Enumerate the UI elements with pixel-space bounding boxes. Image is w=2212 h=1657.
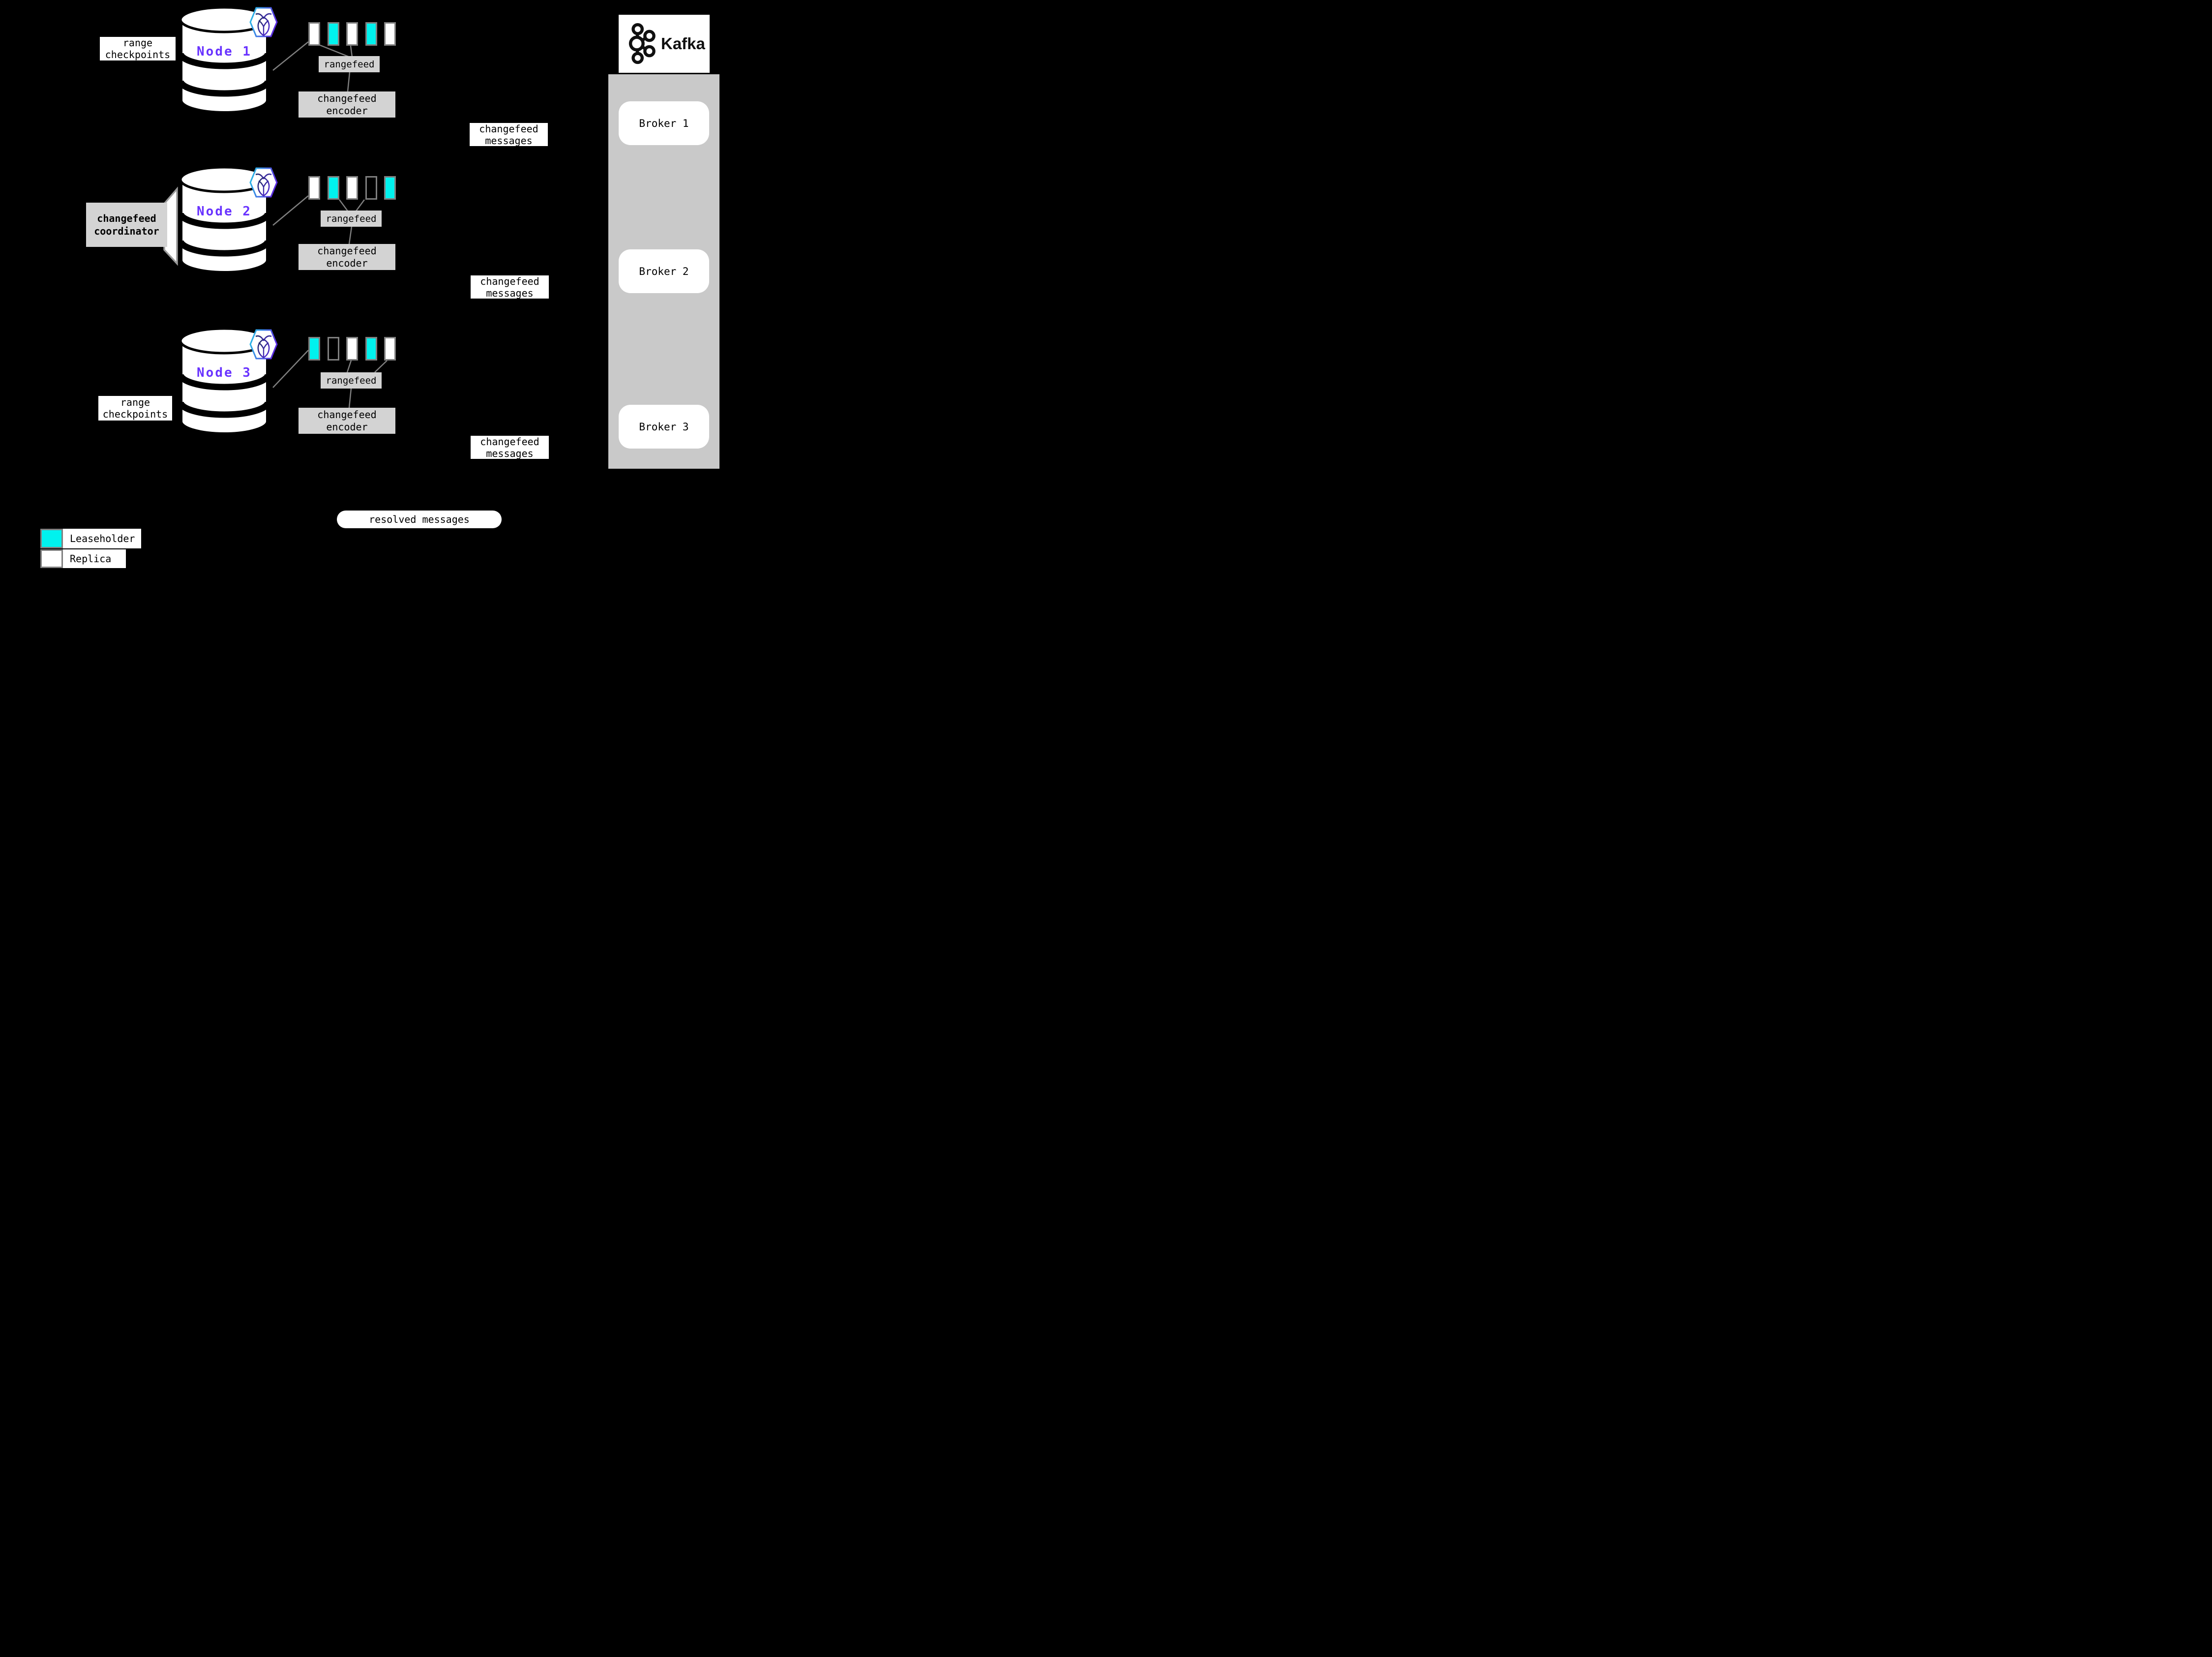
changefeed-messages-label-2: changefeed messages <box>471 275 549 299</box>
legend-leaseholder-swatch <box>40 529 63 548</box>
kafka-wordmark: Kafka <box>661 34 705 53</box>
kafka-container: Broker 1 Broker 2 Broker 3 <box>608 74 719 469</box>
rangefeed-label: rangefeed <box>326 375 377 386</box>
range-leaseholder <box>327 22 339 46</box>
cf-messages-line1: changefeed <box>480 435 539 448</box>
coordinator-callout-flag <box>163 186 178 266</box>
kafka-icon <box>628 23 656 64</box>
changefeed-messages-label-1: changefeed messages <box>470 122 548 147</box>
range-leaseholder <box>327 176 339 200</box>
encoder-line1: changefeed <box>317 244 377 257</box>
cockroachdb-icon <box>249 329 278 360</box>
range-replica <box>346 337 358 361</box>
legend-replica-swatch <box>40 549 63 568</box>
cf-messages-line1: changefeed <box>480 275 539 287</box>
node1-database-cylinder <box>179 6 270 115</box>
encoder-line1: changefeed <box>317 408 377 421</box>
node2-label: Node 2 <box>197 204 252 219</box>
node2-ranges-row <box>308 176 397 200</box>
legend: Leaseholder Replica <box>40 529 141 568</box>
changefeed-architecture-diagram: range checkpoints Node 1 <box>0 0 771 577</box>
rangefeed-label: rangefeed <box>324 59 375 70</box>
node2-database-cylinder <box>179 166 270 275</box>
node2-rangefeed-box: rangefeed <box>321 211 382 227</box>
range-replica <box>384 337 396 361</box>
rangefeed-label: rangefeed <box>326 213 377 224</box>
range-checkpoints-line2: checkpoints <box>105 49 171 60</box>
node1-rangefeed-box: rangefeed <box>319 56 380 72</box>
coordinator-line2: coordinator <box>94 225 159 237</box>
node3-database-cylinder <box>179 327 270 436</box>
range-outline <box>327 337 339 361</box>
range-replica <box>308 176 320 200</box>
node3-ranges-row <box>308 337 397 361</box>
coordinator-line1: changefeed <box>97 212 156 224</box>
node2-changefeed-encoder-box: changefeed encoder <box>299 244 395 270</box>
encoder-line1: changefeed <box>317 92 377 104</box>
node1-ranges-row <box>308 22 397 46</box>
range-checkpoints-line1: range <box>122 37 153 49</box>
changefeed-coordinator-box: changefeed coordinator <box>86 203 167 247</box>
node3-rangefeed-box: rangefeed <box>321 372 382 389</box>
cockroachdb-icon <box>249 167 278 198</box>
range-outline <box>365 176 377 200</box>
kafka-broker-3: Broker 3 <box>619 405 709 449</box>
range-checkpoints-label-top: range checkpoints <box>100 37 176 60</box>
legend-leaseholder-label: Leaseholder <box>63 529 141 548</box>
kafka-logo-box: Kafka <box>619 15 710 73</box>
range-leaseholder <box>308 337 320 361</box>
range-checkpoints-line1: range <box>120 396 150 408</box>
range-replica <box>384 22 396 46</box>
cf-messages-line1: changefeed <box>479 122 538 135</box>
range-replica <box>346 22 358 46</box>
cf-messages-line2: messages <box>485 134 533 147</box>
encoder-line2: encoder <box>326 104 368 117</box>
range-checkpoints-label-bottom: range checkpoints <box>98 396 172 421</box>
legend-replica-label: Replica <box>63 549 126 568</box>
range-leaseholder <box>384 176 396 200</box>
kafka-broker-1: Broker 1 <box>619 101 709 145</box>
resolved-messages-label: resolved messages <box>369 513 470 525</box>
node1-changefeed-encoder-box: changefeed encoder <box>299 91 395 118</box>
range-replica <box>346 176 358 200</box>
cf-messages-line2: messages <box>486 287 534 299</box>
node3-changefeed-encoder-box: changefeed encoder <box>299 408 395 434</box>
changefeed-messages-label-3: changefeed messages <box>471 436 549 459</box>
range-checkpoints-line2: checkpoints <box>102 408 168 420</box>
encoder-line2: encoder <box>326 421 368 433</box>
connector-lines-layer <box>163 41 719 408</box>
range-replica <box>308 22 320 46</box>
node1-label: Node 1 <box>197 44 252 59</box>
resolved-messages-pill: resolved messages <box>337 511 502 528</box>
cockroachdb-icon <box>249 7 278 37</box>
range-leaseholder <box>365 337 377 361</box>
encoder-line2: encoder <box>326 257 368 269</box>
kafka-broker-2: Broker 2 <box>619 249 709 293</box>
node3-label: Node 3 <box>197 365 252 380</box>
range-leaseholder <box>365 22 377 46</box>
cf-messages-line2: messages <box>486 447 534 459</box>
